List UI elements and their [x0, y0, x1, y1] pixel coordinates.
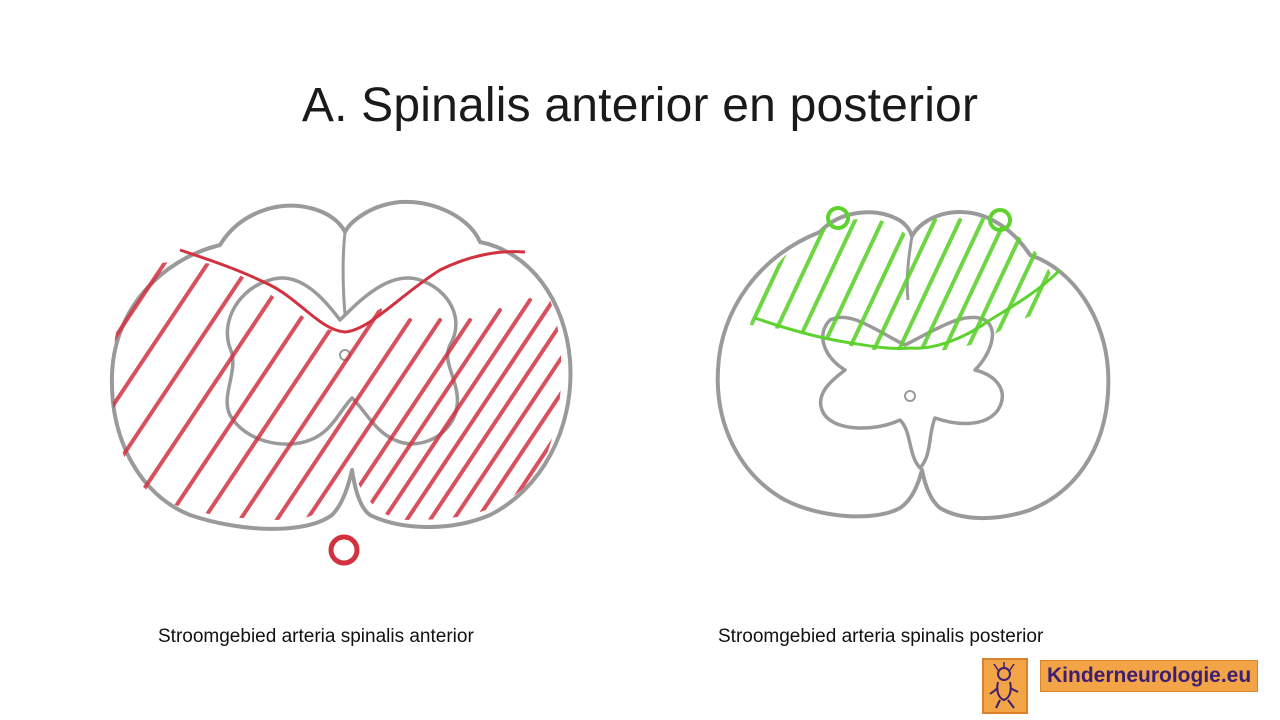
- caption-anterior: Stroomgebied arteria spinalis anterior: [158, 626, 474, 647]
- territory-border: [754, 268, 1062, 351]
- logo-text: Kinderneurologie.eu: [1040, 660, 1259, 692]
- spinal-cord-cross-section-right: [715, 206, 1111, 520]
- child-figure-icon: [982, 658, 1028, 714]
- posterior-spinal-artery-right: [988, 208, 1012, 232]
- slide-title: A. Spinalis anterior en posterior: [301, 79, 979, 132]
- anterior-spinal-artery: [328, 534, 360, 566]
- anterior-hatch: [111, 261, 562, 520]
- posterior-spinal-artery-left: [826, 206, 850, 230]
- grey-matter-outline: [818, 315, 1004, 470]
- posterior-median-sulcus: [905, 235, 914, 301]
- posterior-median-sulcus: [341, 231, 347, 316]
- kinderneurologie-logo[interactable]: Kinderneurologie.eu: [982, 656, 1259, 716]
- spinal-cord-cross-section-left: [109, 199, 573, 566]
- central-canal: [904, 390, 916, 402]
- grey-matter-outline: [225, 276, 460, 446]
- anterior-territory-diagram: [109, 199, 573, 566]
- territory-border: [179, 248, 526, 334]
- caption-posterior: Stroomgebied arteria spinalis posterior: [718, 626, 1044, 647]
- cord-outline: [109, 199, 573, 531]
- cord-outline: [715, 210, 1111, 520]
- posterior-territory-diagram: [715, 206, 1111, 520]
